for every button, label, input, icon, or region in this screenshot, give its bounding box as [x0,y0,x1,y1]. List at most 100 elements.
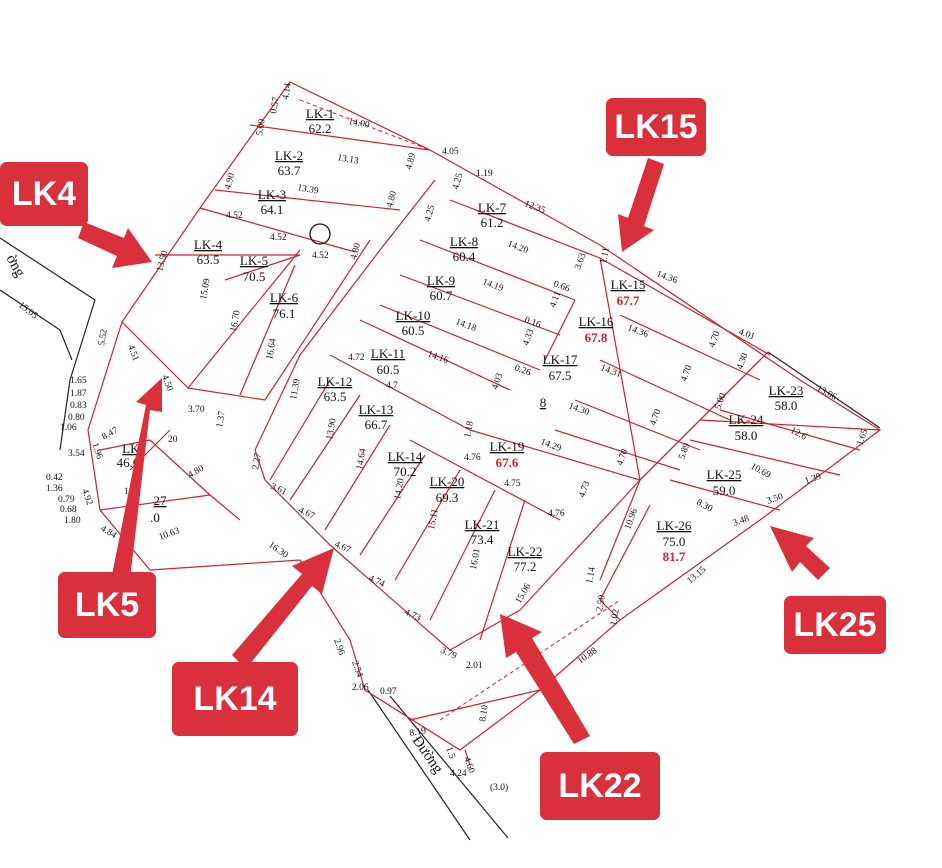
arrow-icon [618,158,664,252]
dim-label: 1.19 [476,169,493,179]
lot-id: LK-7 [478,200,507,215]
dim-label: 4.74 [367,574,387,590]
dim-label: 4.52 [226,211,243,221]
lot-area: 58.0 [735,428,758,443]
dim-label: 14.30 [567,401,591,418]
dim-label: 4.51 [125,344,140,363]
dim-label: 4.70 [707,330,722,349]
lot-id: LK-1 [306,106,334,121]
lot-area: 58.0 [775,398,798,413]
dim-label: 4.03 [490,372,505,391]
lot-id: LK-20 [430,474,465,489]
dim-label: 1.87 [70,389,87,399]
dim-label: 14.20 [393,477,407,500]
lot-boundaries [87,81,882,766]
dim-label: 4.72 [348,353,365,363]
dim-label: 4.73 [577,480,592,499]
callout-lk14: LK14 [172,662,298,736]
lot-id: LK-9 [427,273,455,288]
dim-label: 15.05 [16,300,39,321]
road-edges [0,237,881,841]
dim-label: 0.83 [70,401,87,411]
dim-label: 1.14 [585,566,598,584]
lot-id: LK-14 [388,449,423,464]
lot-id: LK-23 [769,383,804,398]
dim-label: 14.18 [454,317,478,334]
lot-area: 67.8 [585,330,608,345]
dim-label: 1.5 [443,746,457,761]
dim-label: 4.52 [270,233,287,243]
lot-area: 66.7 [365,417,388,432]
lot-id: LK-13 [359,402,394,417]
dim-label: 16.30 [266,540,289,561]
dim-label: 2.27 [251,452,264,470]
dim-label: 8.30 [695,498,715,515]
lot-area: 75.0 [663,534,686,549]
dim-label: 13.06 [815,384,839,403]
lot-id: LK-22 [508,544,543,559]
dim-label: 4.24 [450,769,467,779]
dim-label: 14.36 [655,269,679,286]
lot-area: 69.3 [436,490,459,505]
lot-id: LK-19 [490,439,525,454]
dim-label: 1.65 [855,428,870,447]
lot-area: 76.1 [273,306,296,321]
street-name: Đường [409,733,446,777]
dim-label: 2.50 [595,594,608,612]
dim-label: 4.67 [333,540,353,556]
callout-lk5: LK5 [58,572,156,638]
dim-label: 12.6 [789,426,809,443]
lot-area: 77.2 [514,559,537,574]
dim-label: 0.42 [46,473,63,483]
lot-area: 46.0 [117,455,140,470]
dim-label: 4.25 [423,204,437,223]
dim-label: 4.01 [737,327,756,342]
dim-label: 20 [168,435,178,445]
lot-area: 60.5 [402,323,425,338]
dim-label: 13.39 [296,183,319,197]
lot-area: 70.2 [394,464,417,479]
lot-labels: LK-1 62.2 LK-2 63.7 LK-3 64.1 LK-4 63.5 … [117,106,804,574]
lot-id: LK-3 [258,187,286,202]
lot-area: 73.4 [471,532,494,547]
dim-label: 4.80 [187,464,207,481]
dim-label: 4.75 [504,479,521,489]
lot-area-red: 81.7 [663,549,686,564]
dim-label: 16.70 [229,309,243,332]
dim-label: 14.64 [355,447,369,470]
lot-id: LK-25 [707,467,742,482]
lot-id: LK-2 [275,148,303,163]
dim-label: 4.70 [648,408,663,427]
dim-label: 0.97 [380,687,397,697]
dim-label: 11.39 [289,378,303,401]
dim-label: 4.05 [442,147,459,157]
dim-label: 3.61 [269,482,289,498]
dim-label: 3.50 [766,492,785,507]
dim-label: 2.01 [466,661,483,671]
dim-label: 1.80 [64,516,81,526]
lot-area: .0 [150,510,160,525]
dim-label: 4.11 [548,290,563,309]
lot-area: 62.2 [309,121,332,136]
lot-id: LK-4 [194,237,223,252]
lot-area: 70.5 [243,269,266,284]
lot-area: 59.0 [713,483,736,498]
dim-label: 4.90 [223,172,237,191]
lot-id: LK-10 [396,308,431,323]
dim-label: 4.80 [349,242,363,261]
dim-label: 0.16 [523,315,542,330]
arrow-icon [78,222,152,268]
lot-id: 27 [154,493,168,508]
dim-label: 4.25 [451,172,465,191]
arrow-icon [500,614,590,744]
dim-label: 5.89 [677,442,692,461]
lot-id: LK-15 [611,277,646,292]
lot-id: LK-11 [371,346,405,361]
dim-label: 1.02 [609,608,622,626]
lot-id: LK-16 [579,314,614,329]
lot-area: 63.7 [278,163,301,178]
dim-label: 4.84 [99,524,119,541]
dim-label: 4.76 [548,509,565,519]
lot-area: 67.7 [617,293,640,308]
